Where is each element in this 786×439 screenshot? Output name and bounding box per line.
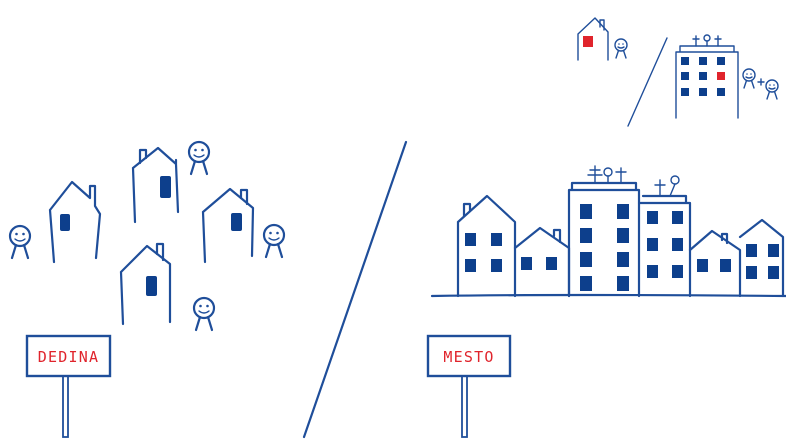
plus-icon	[758, 79, 764, 85]
top-divider-line	[628, 38, 667, 126]
inset-building	[676, 35, 738, 118]
village-house	[203, 189, 253, 262]
village-person	[194, 298, 214, 330]
city-building	[639, 176, 690, 296]
city-building	[458, 196, 515, 296]
village-person	[264, 225, 284, 257]
city-group	[432, 166, 786, 296]
city-building	[569, 166, 639, 296]
village-group	[10, 142, 284, 330]
inset-person	[615, 39, 627, 58]
antenna-icon	[655, 176, 679, 196]
village-house	[121, 244, 170, 324]
inset-person	[743, 69, 755, 88]
inset-comparison	[578, 18, 778, 118]
inset-person	[766, 80, 778, 99]
city-sign: MESTO	[428, 336, 510, 437]
inset-house	[578, 18, 608, 60]
village-house	[50, 182, 100, 262]
city-ground-line	[432, 295, 786, 296]
city-building	[515, 228, 569, 296]
village-sign: DEDINA	[27, 336, 110, 437]
village-person	[10, 226, 30, 258]
village-person	[189, 142, 209, 174]
city-building	[690, 231, 740, 296]
antenna-icon	[693, 35, 721, 46]
village-sign-label: DEDINA	[38, 348, 99, 366]
city-building	[740, 220, 783, 296]
village-house	[133, 148, 178, 222]
city-sign-label: MESTO	[443, 348, 494, 366]
center-divider-line	[304, 142, 406, 437]
antenna-icon	[588, 166, 626, 183]
